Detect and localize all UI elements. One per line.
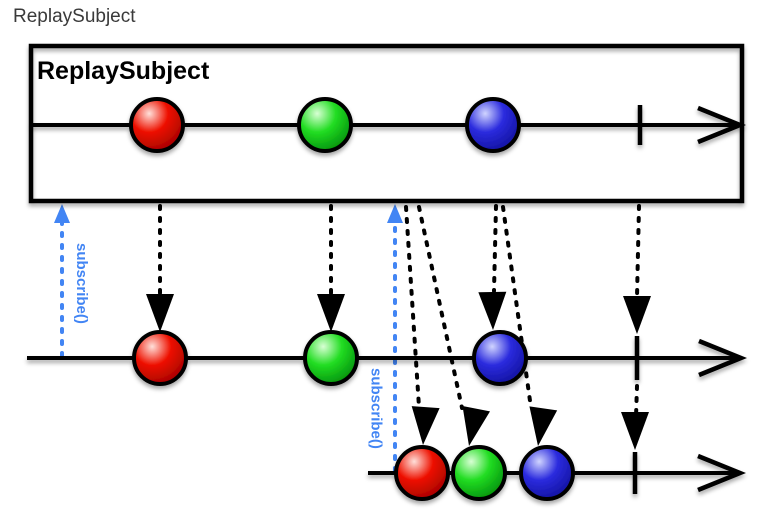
subscribe-up-arrowhead-icon [387, 204, 403, 223]
timeline-subscriber-1 [27, 330, 747, 386]
marble-red [132, 330, 188, 386]
marble-blue [472, 330, 528, 386]
deliver-complete-sub1-line [635, 204, 641, 299]
marble-red [129, 97, 185, 153]
page-title: ReplaySubject [13, 6, 136, 27]
deliver-red-sub1-arrowhead-icon [146, 294, 174, 332]
event-connectors [146, 204, 651, 450]
marble-green [303, 330, 359, 386]
deliver-blue-sub1-arrowhead-icon [478, 291, 507, 330]
marble-green [297, 97, 353, 153]
deliver-blue-sub1-line [492, 204, 498, 293]
marble-red [394, 445, 450, 501]
subscribe-label: subscribe() [73, 243, 90, 324]
subscribe-label: subscribe() [368, 368, 385, 449]
timeline-source [31, 97, 746, 153]
deliver-green-sub1-arrowhead-icon [317, 294, 345, 332]
marble-green [451, 445, 507, 501]
timeline-arrowhead-icon [697, 453, 746, 493]
timeline-subscriber-2 [368, 445, 746, 501]
source-box-label: ReplaySubject [37, 57, 210, 85]
deliver-complete-sub2-line [634, 384, 639, 419]
timeline-arrowhead-icon [697, 105, 746, 145]
marble-blue [519, 445, 575, 501]
replay-red-sub2-line [404, 205, 421, 409]
replay-red-sub2-arrowhead-icon [411, 406, 440, 445]
deliver-blue-sub2-line [501, 205, 533, 410]
replay-green-sub2-arrowhead-icon [462, 406, 490, 446]
subscribe-arrow-2: subscribe() [368, 204, 403, 473]
replay-green-sub2-line [417, 205, 464, 410]
subscribe-arrow-1: subscribe() [54, 204, 90, 358]
timeline-arrowhead-icon [698, 338, 747, 378]
marble-blue [465, 97, 521, 153]
deliver-blue-sub2-arrowhead-icon [529, 406, 558, 446]
deliver-complete-sub2-arrowhead-icon [621, 412, 649, 450]
deliver-complete-sub1-arrowhead-icon [623, 296, 651, 334]
subscribe-up-arrowhead-icon [54, 204, 70, 223]
